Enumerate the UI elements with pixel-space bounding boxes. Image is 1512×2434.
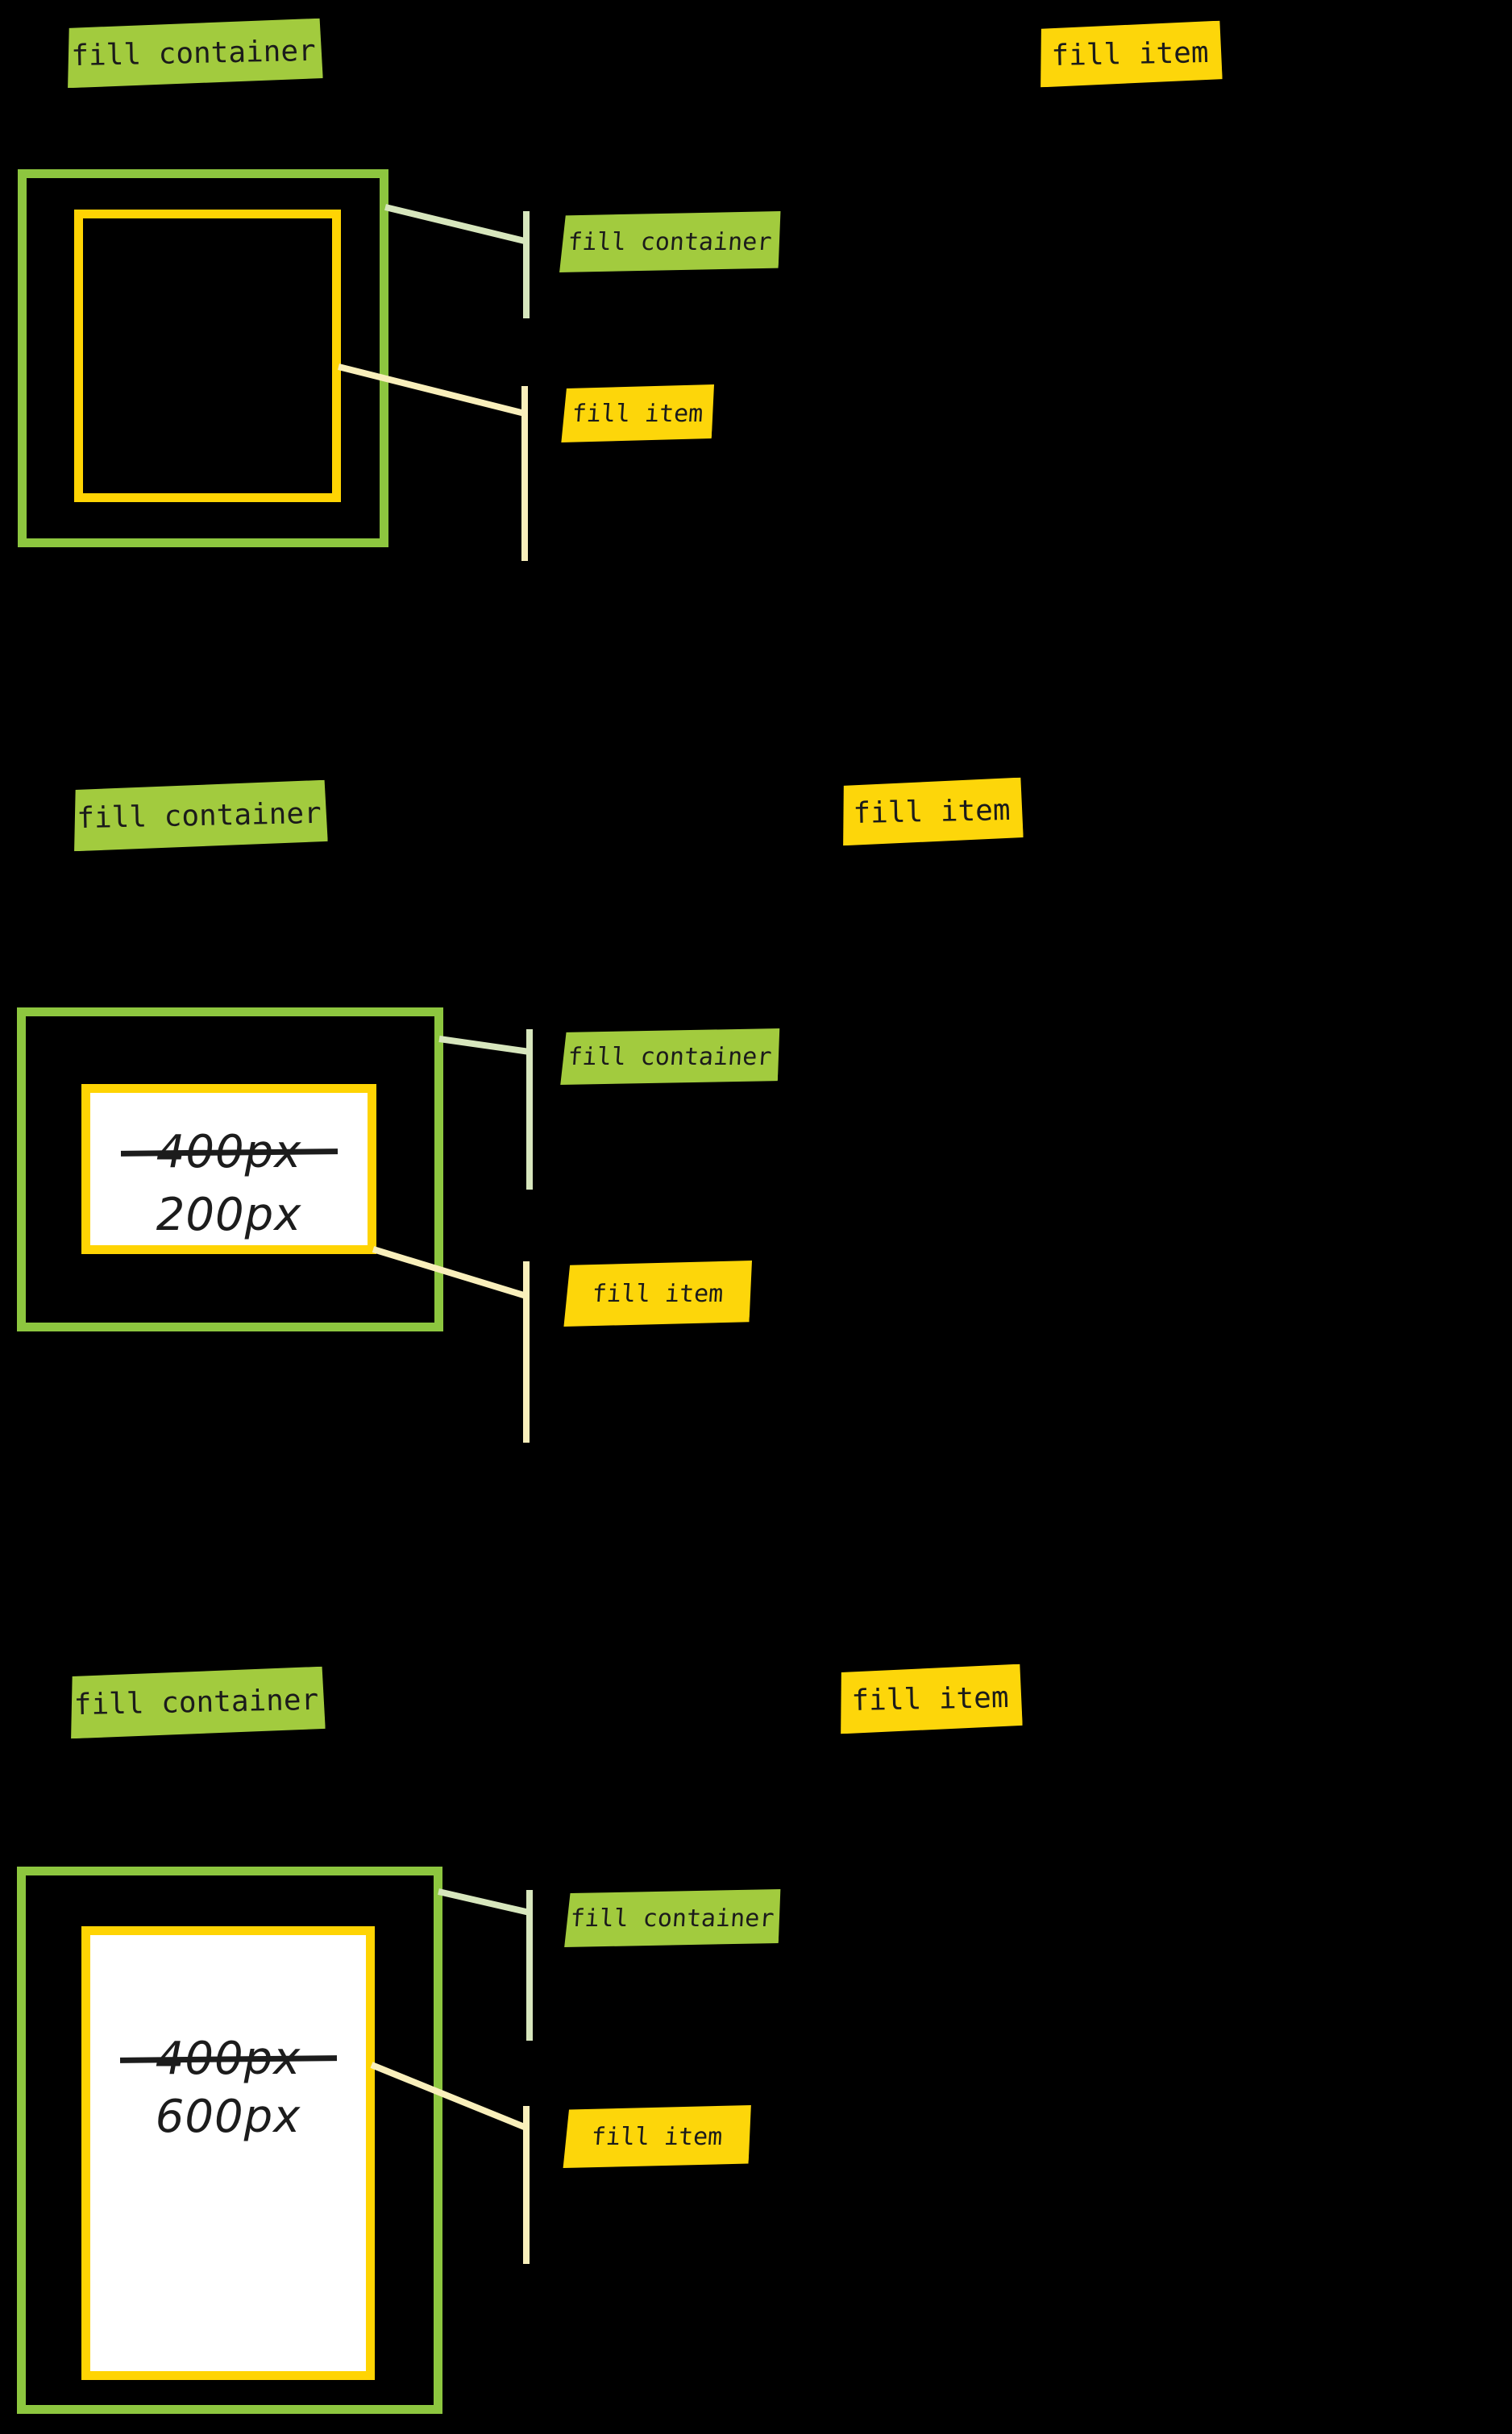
callout-line-container-diagonal [438,1888,530,1916]
callout-fill-item-tag: fill item [562,1261,754,1327]
fill-container-tag: fill container [67,1667,326,1739]
callout-fill-container-tag: fill container [562,1889,782,1947]
container-outline-1 [18,169,388,547]
item-outline-1 [74,210,341,502]
actual-size-label: 200px [156,1188,302,1241]
crossed-size-label: 400px [120,1125,338,1178]
callout-line-container-diagonal [384,204,529,245]
crossed-size-label: 400px [119,2032,337,2085]
callout-fill-container-tag: fill container [557,211,782,272]
fill-item-tag: fill item [840,778,1024,846]
fill-item-tag: fill item [837,1664,1023,1734]
container-outline-2 [17,1007,443,1331]
fill-container-tag: fill container [70,780,328,852]
fill-container-tag: fill container [64,19,323,89]
item-box-3: 400px 600px [81,1926,375,2380]
fill-item-tag: fill item [1037,21,1223,88]
container-outline-3 [17,1867,442,2414]
callout-fill-container-tag: fill container [559,1028,782,1085]
callout-line-container-diagonal [438,1036,530,1055]
item-box-2: 400px 200px [81,1084,376,1254]
callout-fill-item-tag: fill item [561,2105,752,2168]
actual-size-label: 600px [155,2090,301,2143]
callout-fill-item-tag: fill item [559,384,715,442]
